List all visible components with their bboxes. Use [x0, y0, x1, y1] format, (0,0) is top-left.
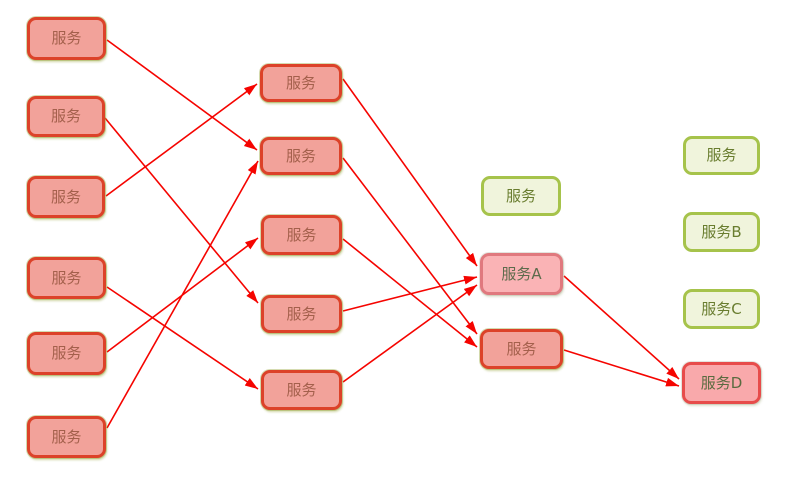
node-label: 服务 — [51, 427, 82, 446]
edge-m2-r[interactable] — [342, 157, 478, 335]
node-label: 服务 — [506, 339, 537, 358]
node-m3[interactable]: 服务 — [261, 215, 342, 255]
edge-l2-m4[interactable] — [104, 117, 259, 304]
edge-m1-a[interactable] — [342, 78, 478, 267]
edge-m5-a[interactable] — [342, 284, 478, 383]
edge-l1-m2[interactable] — [106, 39, 258, 151]
node-label: 服务 — [286, 304, 317, 323]
edge-r-p4[interactable] — [563, 349, 680, 387]
node-label: 服务A — [501, 264, 542, 283]
node-l6[interactable]: 服务 — [27, 416, 106, 458]
node-p3[interactable]: 服务C — [683, 289, 760, 329]
node-l5[interactable]: 服务 — [27, 332, 106, 375]
edge-l6-m2[interactable] — [106, 160, 259, 429]
node-r[interactable]: 服务 — [480, 329, 563, 369]
edge-m3-r[interactable] — [342, 238, 478, 348]
node-label: 服务 — [286, 380, 317, 399]
node-label: 服务 — [706, 146, 737, 164]
node-label: 服务 — [50, 187, 81, 206]
node-label: 服务 — [51, 268, 82, 287]
node-label: 服务B — [701, 222, 742, 241]
node-p4[interactable]: 服务D — [682, 362, 761, 404]
node-l3[interactable]: 服务 — [27, 176, 105, 218]
node-label: 服务 — [285, 146, 316, 165]
node-label: 服务C — [701, 299, 742, 318]
node-label: 服务 — [51, 29, 82, 47]
edge-m4-a[interactable] — [342, 275, 478, 312]
node-g1[interactable]: 服务 — [481, 176, 561, 216]
node-label: 服务 — [51, 344, 82, 362]
node-a[interactable]: 服务A — [480, 253, 563, 295]
node-m2[interactable]: 服务 — [260, 137, 342, 175]
node-l4[interactable]: 服务 — [27, 257, 106, 299]
node-label: 服务 — [50, 107, 81, 125]
node-l2[interactable]: 服务 — [27, 96, 105, 137]
node-m5[interactable]: 服务 — [261, 370, 342, 410]
edge-a-p4[interactable] — [563, 275, 680, 380]
node-label: 服务 — [286, 225, 317, 244]
node-label: 服务D — [700, 373, 743, 392]
edge-l3-m1[interactable] — [105, 83, 258, 197]
node-p1[interactable]: 服务 — [683, 136, 760, 175]
node-m1[interactable]: 服务 — [260, 64, 342, 102]
node-label: 服务 — [505, 186, 536, 205]
node-p2[interactable]: 服务B — [683, 212, 760, 252]
node-label: 服务 — [285, 73, 316, 92]
node-l1[interactable]: 服务 — [27, 17, 106, 60]
edge-l4-m5[interactable] — [106, 286, 259, 390]
node-m4[interactable]: 服务 — [261, 295, 342, 333]
